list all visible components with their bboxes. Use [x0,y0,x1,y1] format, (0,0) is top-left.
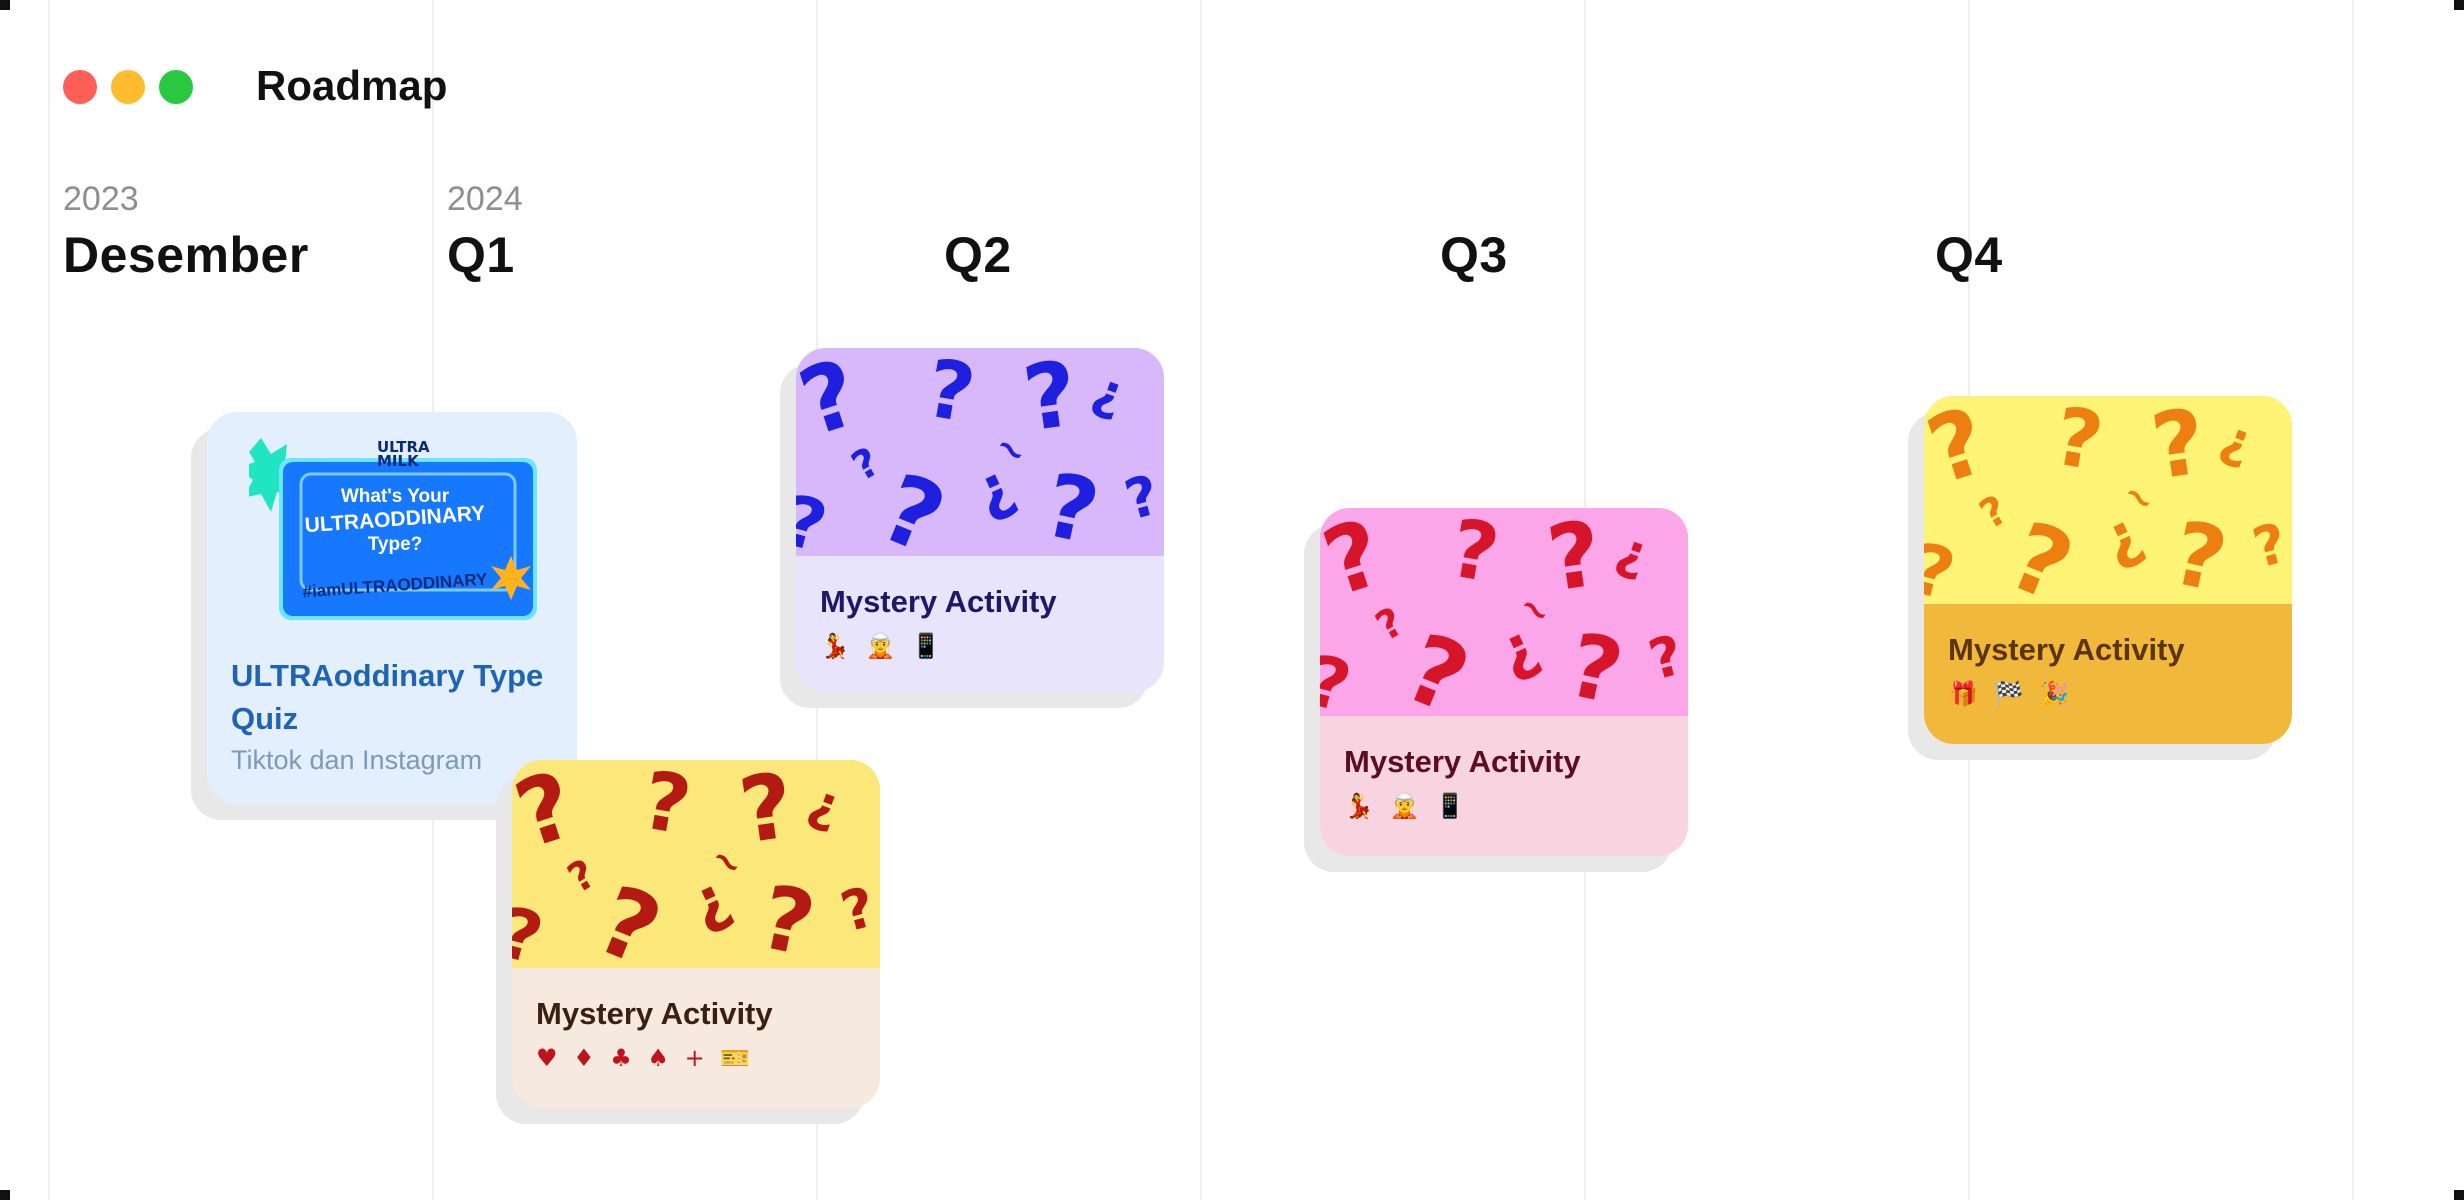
mystery-card-title: Mystery Activity [820,584,1057,619]
maximize-window-button[interactable] [159,70,193,104]
grid-line [1200,0,1202,1200]
quiz-card[interactable]: ULTRA MILK What's Your ULTRAODDINARY Typ… [207,412,577,804]
mystery-card-q3[interactable]: Mystery Activity 💃 🧝 📱 [1320,508,1688,856]
quiz-card-subtitle: Tiktok dan Instagram [231,745,483,775]
grid-line [48,0,50,1200]
period-label-q4: Q4 [1935,227,2003,283]
question-pattern-image [512,760,880,968]
grid-line [2352,0,2354,1200]
emoji-row: ♥ ♦ ♣ ♠ + 🎫 [536,1044,755,1072]
mystery-card-q1[interactable]: Mystery Activity ♥ ♦ ♣ ♠ + 🎫 [512,760,880,1108]
year-label: 2023 [63,180,139,218]
emoji-row: 💃 🧝 📱 [820,632,945,660]
quiz-card-title: ULTRAoddinary Type Quiz [231,658,544,736]
banner-brand-top: ULTRA [377,438,430,456]
period-label-q3: Q3 [1440,227,1508,283]
mystery-card-q3-wrapper: Mystery Activity 💃 🧝 📱 [1304,508,1688,872]
mystery-card-title: Mystery Activity [1948,632,2185,667]
banner-text-layer: ULTRA MILK What's Your ULTRAODDINARY Typ… [249,438,541,622]
mystery-card-q4-wrapper: Mystery Activity 🎁 🏁 🎉 [1908,396,2292,760]
emoji-row: 💃 🧝 📱 [1344,792,1469,820]
corner-mark [0,1190,10,1200]
app-title: Roadmap [256,62,448,109]
question-pattern-image [1320,508,1688,716]
banner-brand-bottom: MILK [377,452,419,470]
mystery-card-q1-wrapper: Mystery Activity ♥ ♦ ♣ ♠ + 🎫 [496,760,880,1124]
quiz-card-wrapper: ULTRA MILK What's Your ULTRAODDINARY Typ… [191,412,577,820]
banner-headline-3: Type? [367,534,423,555]
mystery-card-q2[interactable]: Mystery Activity 💃 🧝 📱 [796,348,1164,692]
close-window-button[interactable] [63,70,97,104]
question-pattern-image [796,348,1164,556]
corner-mark [0,0,10,10]
period-label-q2: Q2 [944,227,1012,283]
banner-hashtag: #iamULTRAODDINARY [301,569,488,602]
mystery-card-title: Mystery Activity [1344,744,1581,779]
minimize-window-button[interactable] [111,70,145,104]
banner-headline-1: What's Your [340,486,450,507]
emoji-row: 🎁 🏁 🎉 [1948,680,2073,708]
corner-mark [2454,0,2464,10]
mystery-card-q2-wrapper: Mystery Activity 💃 🧝 📱 [780,348,1164,708]
question-pattern-image [1924,396,2292,604]
corner-mark [2454,1190,2464,1200]
period-label-q1: Q1 [447,227,515,283]
mystery-card-title: Mystery Activity [536,996,773,1031]
quiz-banner-image [249,438,537,620]
year-label: 2024 [447,180,523,218]
mystery-card-q4[interactable]: Mystery Activity 🎁 🏁 🎉 [1924,396,2292,744]
period-label-desember: Desember [63,227,309,283]
